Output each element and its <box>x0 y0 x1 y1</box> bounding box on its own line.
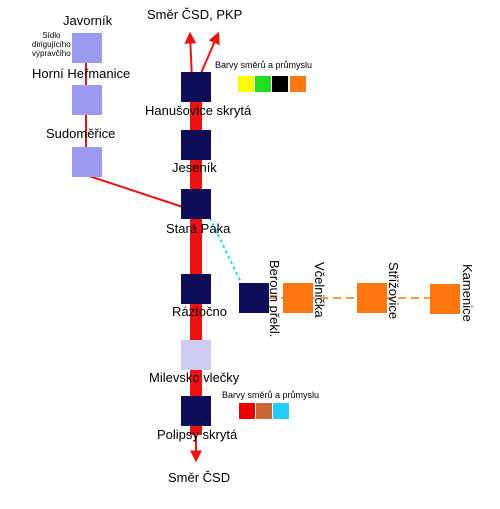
station-hanusovice <box>181 72 211 102</box>
station-stara-paka <box>181 189 211 219</box>
legend-bottom-swatch-red <box>239 403 255 419</box>
station-horni-hermanice <box>72 85 102 115</box>
dispatch-seat-line-1: Sídlo <box>42 31 61 40</box>
north-direction-label: Směr ČSD, PKP <box>147 7 243 22</box>
branch-line-diagonal <box>85 174 193 211</box>
sudomerice-label: Sudoměřice <box>46 126 116 141</box>
legend-top-swatches <box>238 76 306 92</box>
station-vcelnicka <box>283 283 313 313</box>
horni-hermanice-label: Horní Heřmanice <box>32 66 131 81</box>
legend-top-swatch-orange <box>290 76 306 92</box>
dispatch-seat-line-3: výpravčího <box>32 48 71 58</box>
station-polipsy <box>181 396 211 426</box>
legend-bottom-swatches <box>239 403 289 419</box>
kamenice-label: Kamenice <box>460 264 475 322</box>
strizovice-label: Střížovice <box>386 262 401 320</box>
station-raztocno <box>181 274 211 304</box>
legend-top-title: Barvy směrů a průmyslu <box>215 60 313 70</box>
station-javornik <box>72 33 102 63</box>
stara-paka-label: Stará Paka <box>166 221 231 236</box>
hanusovice-label: Hanušovice skrytá <box>145 103 252 118</box>
station-jesenik <box>181 130 211 160</box>
vcelnicka-label: Včelnička <box>312 262 327 318</box>
station-strizovice <box>357 283 387 313</box>
milevsko-label: Milevsko vlečky <box>149 370 240 385</box>
station-sudomerice <box>72 147 102 177</box>
legend-bottom-title: Barvy směrů a průmyslu <box>222 390 320 400</box>
station-kamenice <box>430 284 460 314</box>
legend-bottom-swatch-brown <box>256 403 272 419</box>
polipsy-label: Polipsy skrytá <box>157 427 238 442</box>
raztocno-label: Ráztočno <box>172 304 227 319</box>
south-direction-label: Směr ČSD <box>168 470 231 485</box>
dispatch-seat-label: Sídlo dirigujícího výpravčího <box>32 31 71 58</box>
legend-top-swatch-black <box>272 76 288 92</box>
legend-top-swatch-yellow <box>238 76 254 92</box>
legend-top-swatch-green <box>255 76 271 92</box>
station-milevsko <box>181 340 211 370</box>
jesenik-label: Jeseník <box>172 160 217 175</box>
legend-bottom-swatch-cyan <box>273 403 289 419</box>
javornik-label: Javorník <box>63 13 113 28</box>
dispatch-seat-line-2: dirigujícího <box>32 39 71 49</box>
beroun-label: Beroun překl. <box>267 260 282 338</box>
station-beroun <box>239 283 269 313</box>
